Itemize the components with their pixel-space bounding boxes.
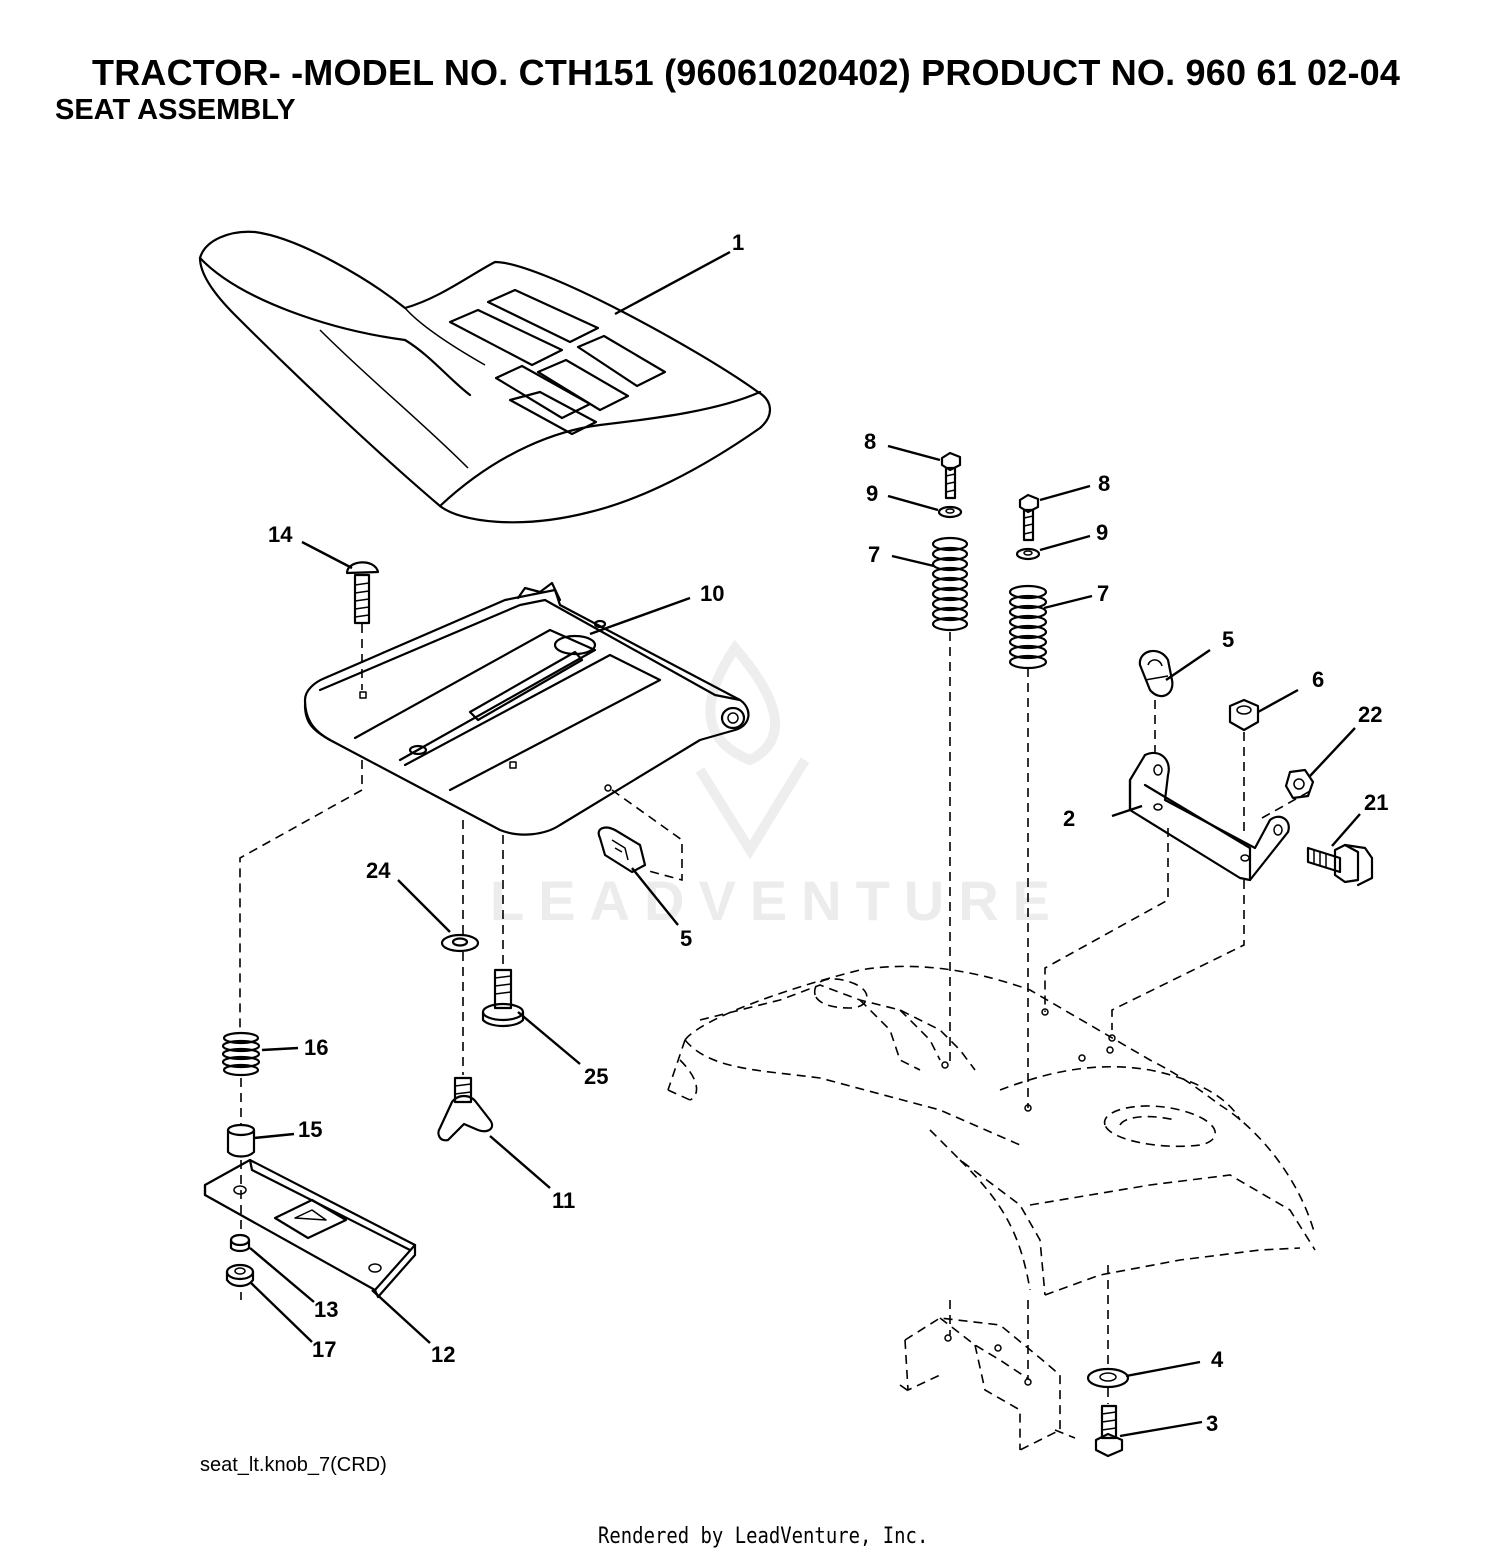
- seat-part: [198, 230, 771, 524]
- footer-credit: Rendered by LeadVenture, Inc.: [598, 1524, 929, 1549]
- callout-7-right: 7: [1097, 581, 1109, 606]
- callout-14: 14: [268, 522, 293, 547]
- slide-bracket-part: [203, 1158, 417, 1299]
- right-washer-part: [1015, 547, 1041, 561]
- lower-frame-dashed: [899, 1317, 1076, 1451]
- callout-6: 6: [1312, 667, 1324, 692]
- callout-12: 12: [431, 1342, 455, 1367]
- callout-5-upper: 5: [1222, 627, 1234, 652]
- shoulder-bolt-part: [481, 968, 525, 1028]
- frame-washer-part: [1086, 1367, 1130, 1389]
- callout-10: 10: [700, 581, 724, 606]
- callout-9-right: 9: [1096, 520, 1108, 545]
- page-title: TRACTOR- -MODEL NO. CTH151 (96061020402)…: [92, 52, 1401, 93]
- callout-8-left: 8: [864, 429, 876, 454]
- callout-24: 24: [366, 858, 391, 883]
- right-bolt-part: [1018, 493, 1040, 542]
- hex-nut-part: [1228, 698, 1260, 732]
- callout-15: 15: [298, 1117, 322, 1142]
- lock-nut-part: [1284, 768, 1315, 800]
- callout-labels: 1 2 3 4 5 5 6 7 7 8 8 9 9 10 11 12 13 14…: [268, 230, 1388, 1436]
- callout-2: 2: [1063, 806, 1075, 831]
- washer-part: [440, 933, 480, 953]
- callout-21: 21: [1364, 790, 1388, 815]
- left-bolt-part: [940, 451, 962, 500]
- switch-clip-part: [597, 789, 683, 882]
- small-spring-part: [221, 1031, 261, 1077]
- callout-17: 17: [312, 1337, 336, 1362]
- seat-bracket-part: [1128, 751, 1290, 882]
- diagram-code: seat_lt.knob_7(CRD): [200, 1454, 387, 1476]
- callout-11: 11: [552, 1188, 575, 1213]
- fender-frame-dashed: [667, 965, 1316, 1296]
- callout-13: 13: [314, 1297, 338, 1322]
- left-spring-part: [931, 536, 969, 632]
- seat-pan-part: [303, 581, 750, 836]
- callout-leaders: [249, 250, 1361, 1438]
- upper-clip-part: [1138, 649, 1174, 698]
- callout-8-right: 8: [1098, 471, 1110, 496]
- watermark-text: LEADVENTURE: [490, 869, 1065, 932]
- bushing-part: [226, 1123, 256, 1158]
- small-nut-part: [229, 1233, 251, 1253]
- watermark-logo: [695, 639, 810, 860]
- callout-3: 3: [1206, 1411, 1218, 1436]
- frame-bolt-part: [1094, 1404, 1124, 1458]
- carriage-bolt-part: [345, 561, 380, 625]
- callout-25: 25: [584, 1064, 608, 1089]
- callout-16: 16: [304, 1035, 328, 1060]
- callout-22: 22: [1358, 702, 1382, 727]
- left-washer-part: [937, 505, 963, 519]
- callout-1: 1: [732, 230, 744, 255]
- page-subtitle: SEAT ASSEMBLY: [55, 94, 296, 126]
- flange-nut-part: [225, 1263, 255, 1288]
- callout-9-left: 9: [866, 481, 878, 506]
- flange-bolt-part: [1306, 843, 1374, 887]
- knob-part: [437, 1076, 494, 1142]
- callout-7-left: 7: [868, 542, 880, 567]
- assembly-lines: [239, 624, 1313, 1404]
- callout-5-lower: 5: [680, 926, 692, 951]
- callout-4: 4: [1211, 1347, 1224, 1372]
- right-spring-part: [1008, 584, 1048, 670]
